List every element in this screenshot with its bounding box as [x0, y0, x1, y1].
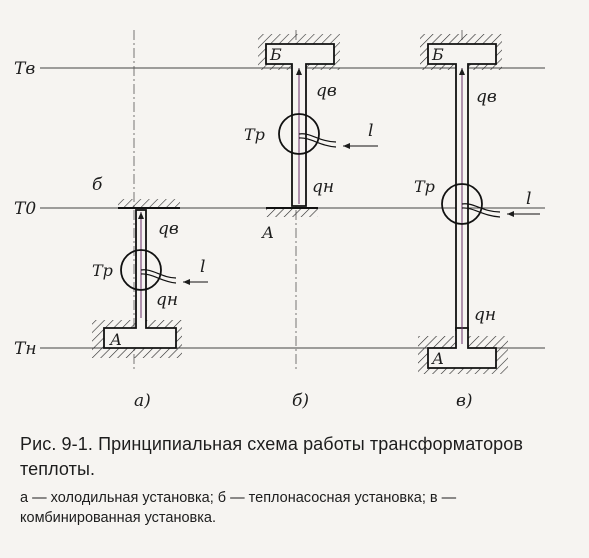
q-upper-label: qв: [316, 81, 337, 101]
upper-reservoir: [265, 43, 335, 207]
caption-title: Рис. 9-1. Принципиальная схема работы тр…: [20, 434, 524, 479]
sublabel-a: а): [134, 391, 151, 411]
work-label: l: [200, 257, 205, 277]
diagram-b: Б А qв Тр l qн б): [244, 34, 378, 411]
lower-reservoir-label: А: [261, 223, 274, 242]
q-lower-label: qн: [156, 290, 178, 310]
lower-reservoir: [427, 327, 497, 369]
lower-reservoir-label: А: [109, 330, 122, 349]
q-lower-label: qн: [474, 305, 496, 325]
diagram-a: б А qв Тр l qн а): [92, 175, 208, 411]
machine-label: Тр: [92, 261, 113, 280]
upper-reservoir-label: Б: [269, 45, 282, 64]
lower-wall-hatch: [266, 208, 318, 217]
caption-legend: а — холодильная установка; б — теплонасо…: [20, 490, 457, 526]
transformer-schematic: Tв T0 Tн б А qв Тр l: [14, 30, 545, 411]
upper-wall-hatch: [118, 199, 180, 208]
level-label-tv: Tв: [14, 59, 35, 79]
work-label: l: [368, 121, 373, 141]
machine-circle: [278, 113, 320, 155]
diagram-c: Б А qв Тр l qн в): [414, 34, 540, 411]
level-label-t0: T0: [14, 199, 36, 219]
sublabel-b: б): [292, 391, 309, 411]
work-label: l: [526, 189, 531, 209]
upper-reservoir-label: Б: [431, 45, 444, 64]
machine-circle: [120, 249, 162, 291]
q-upper-label: qв: [158, 219, 179, 239]
q-upper-label: qв: [476, 87, 497, 107]
sublabel-c: в): [456, 391, 473, 411]
level-label-tn: Tн: [14, 339, 37, 359]
lower-reservoir-label: А: [431, 349, 444, 368]
upper-reservoir-label: б: [92, 175, 103, 195]
q-lower-label: qн: [312, 177, 334, 197]
machine-circle: [441, 183, 483, 225]
machine-label: Тр: [414, 177, 435, 196]
machine-label: Тр: [244, 125, 265, 144]
figure-caption: Рис. 9-1. Принципиальная схема работы тр…: [20, 432, 580, 528]
lower-reservoir: [103, 209, 177, 349]
